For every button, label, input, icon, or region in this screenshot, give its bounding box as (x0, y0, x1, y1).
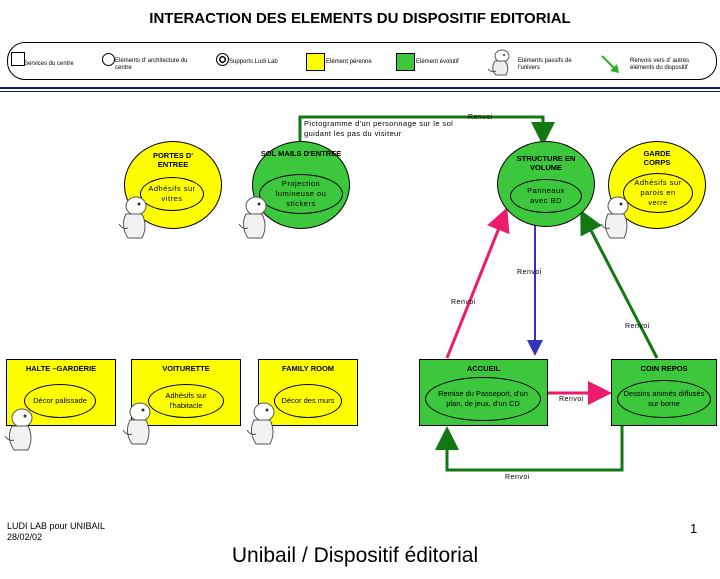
legend-evolutif: Elément évolutif (416, 59, 459, 65)
link-sol-structure (298, 115, 555, 148)
green-square-legend-icon (396, 53, 415, 71)
divider (0, 87, 720, 89)
node-inner-oval: Décor des murs (274, 384, 342, 418)
node-inner-text: Décor palissade (33, 396, 87, 405)
node-inner-oval: Projection lumineuse ou stickers (259, 174, 343, 214)
character-icon (4, 408, 33, 451)
page-title: INTERACTION DES ELEMENTS DU DISPOSITIF E… (149, 10, 571, 27)
footer-credit: LUDI LAB pour UNIBAIL 28/02/02 (7, 521, 105, 540)
link-repos-structure (580, 209, 659, 359)
character-icon (600, 196, 629, 239)
node-inner-text: Projection lumineuse ou stickers (275, 179, 327, 208)
node-inner-oval: Panneaux avec BD (510, 179, 582, 213)
legend: Services du centre Eléments d' architect… (7, 42, 717, 80)
renvoi-label: Renvoi (559, 396, 584, 403)
divider (0, 91, 720, 92)
node-label: FAMILY ROOM (281, 364, 335, 373)
footer-line-2: 28/02/02 (7, 532, 43, 540)
renvoi-label: Renvoi (468, 114, 493, 121)
legend-architecture: Eléments d' architecture du centre (115, 58, 188, 71)
legend-perenne: Elément pérenne (326, 59, 372, 65)
arrow-legend-icon (601, 55, 619, 73)
yellow-square-legend-icon (306, 53, 325, 71)
node-inner-oval: Décor palissade (24, 384, 96, 418)
node-label: GARDE CORPS (643, 149, 671, 167)
character-icon (122, 402, 151, 445)
renvoi-label: Renvoi (517, 269, 542, 276)
node-label: STRUCTURE EN VOLUME (516, 154, 576, 172)
circle-legend-icon (102, 53, 115, 66)
character-icon (246, 402, 275, 445)
character-legend-icon (487, 49, 510, 76)
legend-renvois: Renvois vers d' autres éléments du dispo… (630, 58, 690, 71)
node-inner-text: Adhésifs sur parois en verre (634, 178, 682, 207)
node-label: SOL MAILS D'ENTREE (260, 149, 342, 158)
footer-title: Unibail / Dispositif éditorial (231, 544, 479, 567)
node-label: PORTES D' ENTREE (152, 151, 194, 169)
node-label: HALTE –GARDERIE (25, 364, 97, 373)
node-inner-text: Dessins animés diffusés sur borne (623, 389, 705, 408)
pictogramme-note: Pictogramme d'un personnage sur le sol g… (304, 119, 464, 139)
footer-line-1: LUDI LAB pour UNIBAIL (7, 521, 106, 531)
link-accueil-structure (445, 207, 510, 359)
node-label: COIN REPOS (640, 364, 688, 373)
node-label: VOITURETTE (162, 364, 210, 373)
node-inner-oval: Dessins animés diffusés sur borne (617, 380, 711, 418)
legend-supports: Supports Ludi Lab (229, 59, 278, 65)
node-inner-oval: Adhésifs sur vitres (140, 177, 204, 211)
renvoi-label: Renvoi (505, 474, 530, 481)
node-inner-text: Adhésifs sur vitres (148, 184, 196, 203)
node-inner-oval: Adhésifs sur parois en verre (623, 173, 693, 213)
character-icon (238, 196, 267, 239)
renvoi-label: Renvoi (451, 299, 476, 306)
node-inner-text: Remise du Passeport, d'un plan, de jeux,… (438, 389, 528, 408)
renvoi-label: Renvoi (625, 323, 650, 330)
node-inner-text: Adhésifs sur l'habitacle (165, 391, 207, 410)
node-inner-oval: Adhésifs sur l'habitacle (148, 384, 224, 418)
legend-passifs: Eléments passifs de l'univers (518, 58, 572, 71)
node-inner-text: Panneaux avec BD (527, 186, 565, 205)
node-label: ACCUEIL (466, 364, 501, 373)
legend-services: Services du centre (24, 61, 74, 67)
node-inner-text: Décor des murs (281, 396, 335, 405)
page-number: 1 (690, 521, 698, 536)
node-inner-oval: Remise du Passeport, d'un plan, de jeux,… (425, 377, 541, 421)
double-circle-legend-icon (216, 53, 229, 66)
character-icon (118, 196, 147, 239)
link-repos-accueil (435, 426, 624, 472)
square-legend-icon (11, 52, 25, 66)
